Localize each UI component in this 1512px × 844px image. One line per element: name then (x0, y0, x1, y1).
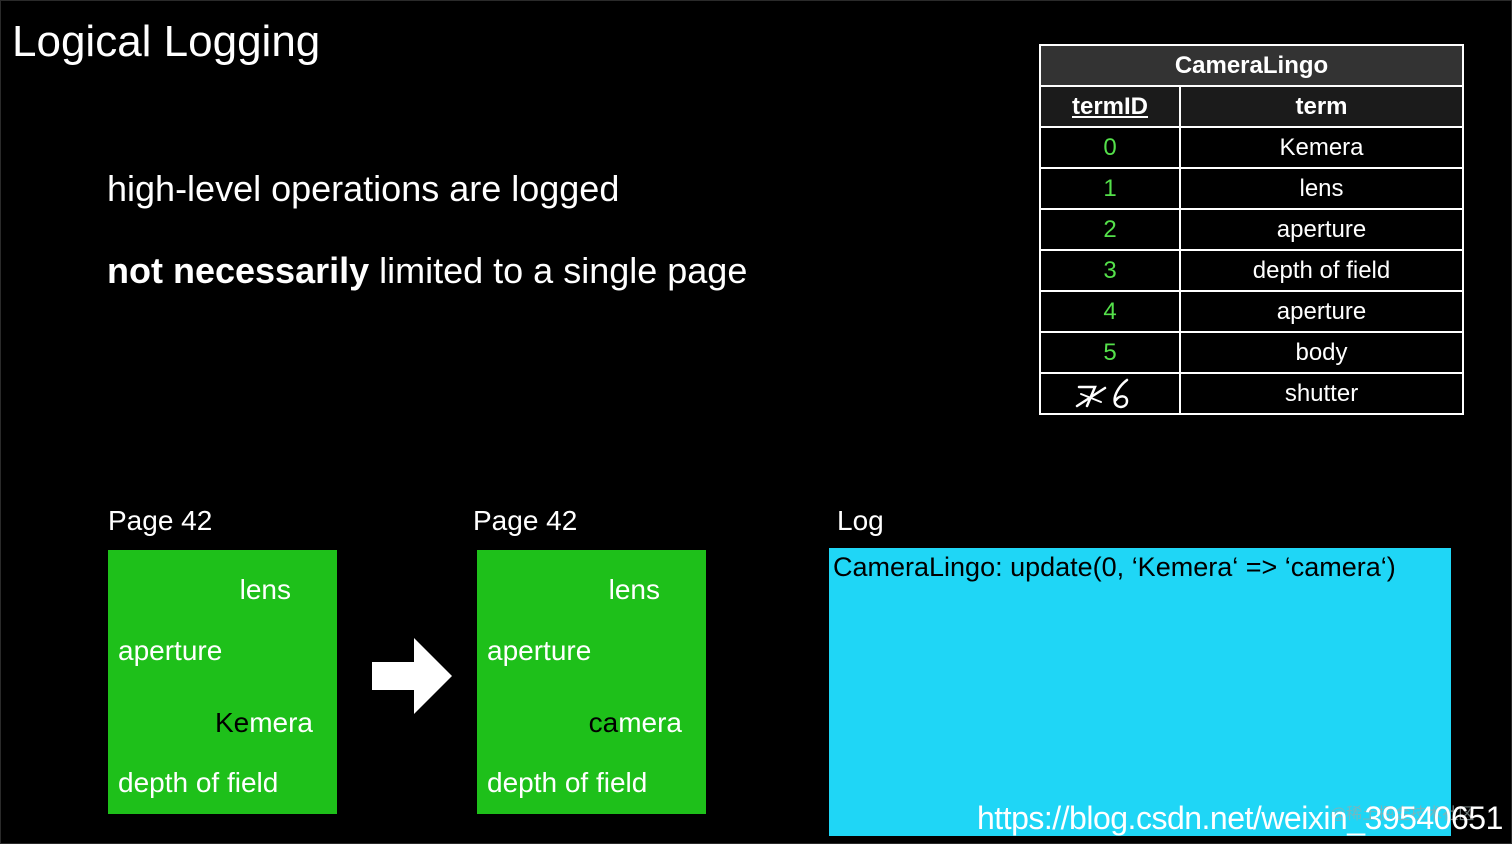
bullet-high-level: high-level operations are logged (107, 168, 620, 209)
bullet-not-limited: not necessarily limited to a single page (107, 250, 747, 292)
page-word-lens: lens (608, 574, 660, 605)
page-label-before: Page 42 (108, 505, 213, 536)
bullet-strong-text: not necessarily (107, 250, 370, 291)
slide-title: Logical Logging (12, 17, 321, 66)
table-row: 1 lens (1039, 167, 1464, 210)
term-cell: depth of field (1179, 249, 1464, 292)
handwritten-id-cell (1039, 372, 1181, 415)
page-word-kemera: Kemera (215, 707, 313, 739)
page-before: lens aperture Kemera depth of field (108, 550, 337, 814)
log-entry: CameraLingo: update(0, ‘Kemera‘ => ‘came… (833, 552, 1396, 582)
term-id-cell: 4 (1039, 290, 1181, 333)
term-id-cell: 5 (1039, 331, 1181, 374)
table-row: 5 body (1039, 331, 1464, 374)
table-caption: CameraLingo (1039, 44, 1464, 87)
term-cell: body (1179, 331, 1464, 374)
table-row: 3 depth of field (1039, 249, 1464, 292)
term-cell: shutter (1179, 372, 1464, 415)
term-id-cell: 0 (1039, 126, 1181, 169)
column-header-termid: termID (1039, 85, 1181, 128)
table-row: 2 aperture (1039, 208, 1464, 251)
table-row: 0 Kemera (1039, 126, 1464, 169)
page-word-aperture: aperture (487, 635, 592, 666)
page-word-depth-of-field: depth of field (487, 767, 648, 798)
table-row: 4 aperture (1039, 290, 1464, 333)
page-word-camera: camera (589, 707, 682, 739)
column-header-term: term (1179, 85, 1464, 128)
term-cell: aperture (1179, 208, 1464, 251)
url-watermark: https://blog.csdn.net/weixin_39540651 (977, 800, 1503, 836)
page-word-aperture: aperture (118, 635, 223, 666)
page-after: lens aperture camera depth of field (477, 550, 706, 814)
term-cell: aperture (1179, 290, 1464, 333)
page-word-lens: lens (239, 574, 291, 605)
term-cell: Kemera (1179, 126, 1464, 169)
log-label: Log (837, 505, 884, 536)
bullet-rest-text: limited to a single page (369, 250, 748, 291)
unchanged-letters: mera (618, 707, 682, 738)
changed-letters: Ke (214, 707, 250, 738)
log-box: CameraLingo: update(0, ‘Kemera‘ => ‘came… (829, 548, 1451, 836)
changed-letters: ca (588, 707, 619, 738)
term-id-cell: 3 (1039, 249, 1181, 292)
right-arrow-icon (372, 638, 452, 714)
cameralingo-table: CameraLingo termID term 0 Kemera 1 lens … (1039, 44, 1464, 415)
term-id-cell: 1 (1039, 167, 1181, 210)
term-cell: lens (1179, 167, 1464, 210)
term-id-cell: 2 (1039, 208, 1181, 251)
site-watermark: @稀土掘金技术社区 (1330, 806, 1475, 823)
table-row: shutter (1039, 372, 1464, 415)
handwritten-correction-icon (1075, 376, 1145, 412)
page-word-depth-of-field: depth of field (118, 767, 279, 798)
page-label-after: Page 42 (473, 505, 578, 536)
unchanged-letters: mera (249, 707, 313, 738)
